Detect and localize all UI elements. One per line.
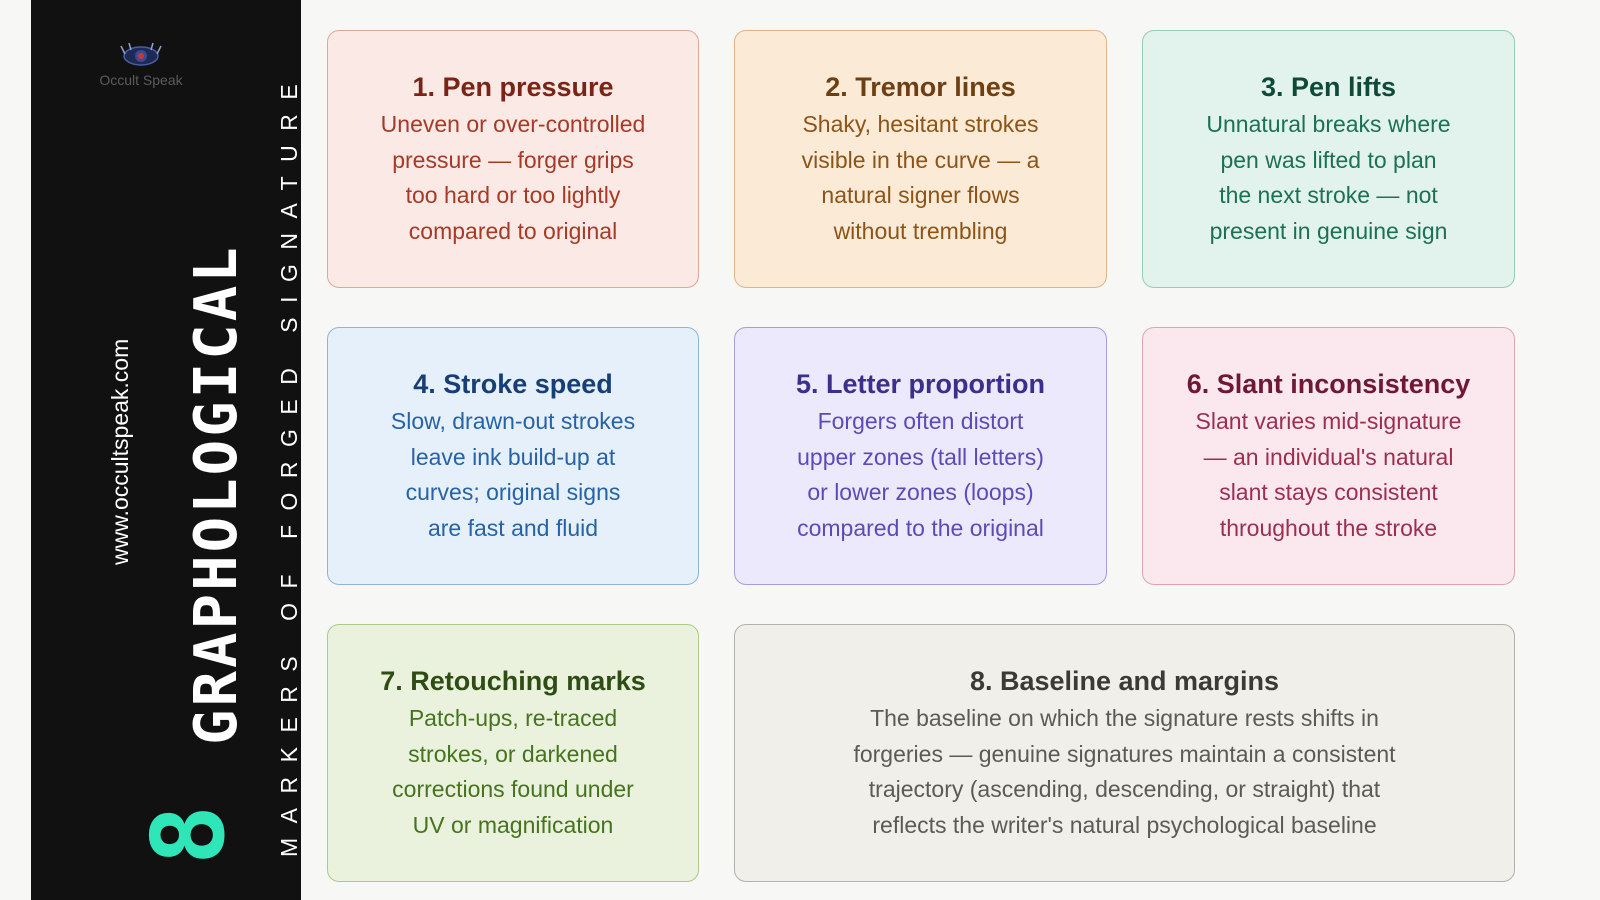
logo[interactable]: Occult Speak: [91, 40, 191, 88]
item-count-number: 8: [130, 804, 247, 865]
card-pen-pressure: 1. Pen pressure Uneven or over-controlle…: [327, 30, 699, 288]
card-slant-inconsistency: 6. Slant inconsistency Slant varies mid-…: [1142, 327, 1515, 585]
card-title: 6. Slant inconsistency: [1186, 369, 1471, 399]
main-title: GRAPHOLOGICAL: [181, 244, 250, 745]
card-baseline-and-margins: 8. Baseline and margins The baseline on …: [734, 624, 1515, 882]
card-description: The baseline on which the signature rest…: [853, 705, 1396, 838]
card-retouching-marks: 7. Retouching marks Patch-ups, re-traced…: [327, 624, 699, 882]
card-letter-proportion: 5. Letter proportion Forgers often disto…: [734, 327, 1107, 585]
card-description: Slant varies mid-signature— an individua…: [1195, 408, 1462, 541]
logo-icon: [120, 42, 162, 66]
card-title: 5. Letter proportion: [796, 369, 1045, 399]
logo-text: Occult Speak: [99, 72, 183, 88]
card-title: 1. Pen pressure: [412, 72, 614, 102]
card-title: 3. Pen lifts: [1260, 72, 1397, 102]
subtitle: MARKERS OF FORGED SIGNATURE: [276, 69, 302, 857]
card-title: 2. Tremor lines: [825, 72, 1016, 102]
sidebar: Occult Speak www.occultspeak.com 8 GRAPH…: [31, 0, 302, 900]
site-url-link[interactable]: www.occultspeak.com: [107, 338, 133, 565]
card-title: 8. Baseline and margins: [969, 666, 1280, 696]
card-title: 7. Retouching marks: [380, 666, 646, 696]
card-title: 4. Stroke speed: [413, 369, 613, 399]
